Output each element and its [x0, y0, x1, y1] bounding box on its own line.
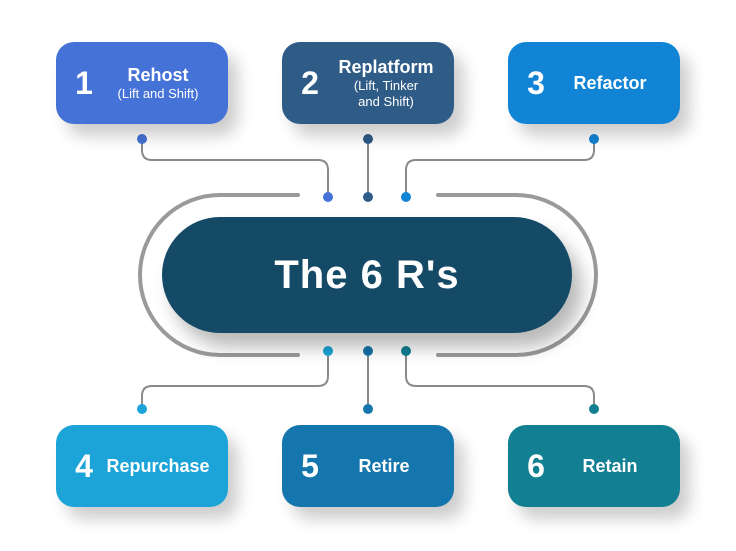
strategy-number: 1 [75, 64, 93, 101]
hub-bracket-bottom-right [436, 273, 598, 357]
connector-4 [141, 351, 329, 409]
strategy-title: Replatform [338, 56, 434, 77]
strategy-subtitle: (Lift and Shift) [117, 85, 199, 101]
connector-dot-1-card [137, 134, 147, 144]
connector-3 [405, 139, 595, 197]
strategy-number: 5 [301, 447, 319, 484]
hub-bracket-top-right [436, 193, 598, 277]
connector-dot-2-hub [363, 192, 373, 202]
strategy-title: Retain [582, 455, 638, 476]
connector-dot-1-hub [323, 192, 333, 202]
strategy-number: 2 [301, 64, 319, 101]
strategy-card-repurchase: 4 Repurchase [56, 425, 228, 507]
strategy-title: Rehost [127, 64, 189, 85]
hub-title: The 6 R's [274, 252, 460, 297]
strategy-number: 3 [527, 64, 545, 101]
connector-6 [405, 351, 595, 409]
strategy-title: Retire [358, 455, 410, 476]
strategy-subtitle: (Lift, Tinker and Shift) [353, 77, 419, 109]
connector-dot-6-card [589, 404, 599, 414]
strategy-card-rehost: 1 Rehost (Lift and Shift) [56, 42, 228, 124]
strategy-title: Repurchase [106, 455, 210, 476]
strategy-card-replatform: 2 Replatform (Lift, Tinker and Shift) [282, 42, 454, 124]
connector-dot-2-card [363, 134, 373, 144]
hub-bracket-top [138, 193, 300, 277]
connector-1 [141, 139, 329, 197]
connector-dot-3-hub [401, 192, 411, 202]
connector-dot-3-card [589, 134, 599, 144]
strategy-card-refactor: 3 Refactor [508, 42, 680, 124]
strategy-number: 6 [527, 447, 545, 484]
connector-dot-5-hub [363, 346, 373, 356]
connector-dot-4-hub [323, 346, 333, 356]
connector-dot-6-hub [401, 346, 411, 356]
strategy-card-retain: 6 Retain [508, 425, 680, 507]
strategy-title: Refactor [573, 72, 647, 93]
connector-dot-5-card [363, 404, 373, 414]
strategy-number: 4 [75, 447, 93, 484]
center-hub: The 6 R's [162, 217, 572, 333]
hub-bracket-bottom [138, 273, 300, 357]
connector-dot-4-card [137, 404, 147, 414]
strategy-card-retire: 5 Retire [282, 425, 454, 507]
